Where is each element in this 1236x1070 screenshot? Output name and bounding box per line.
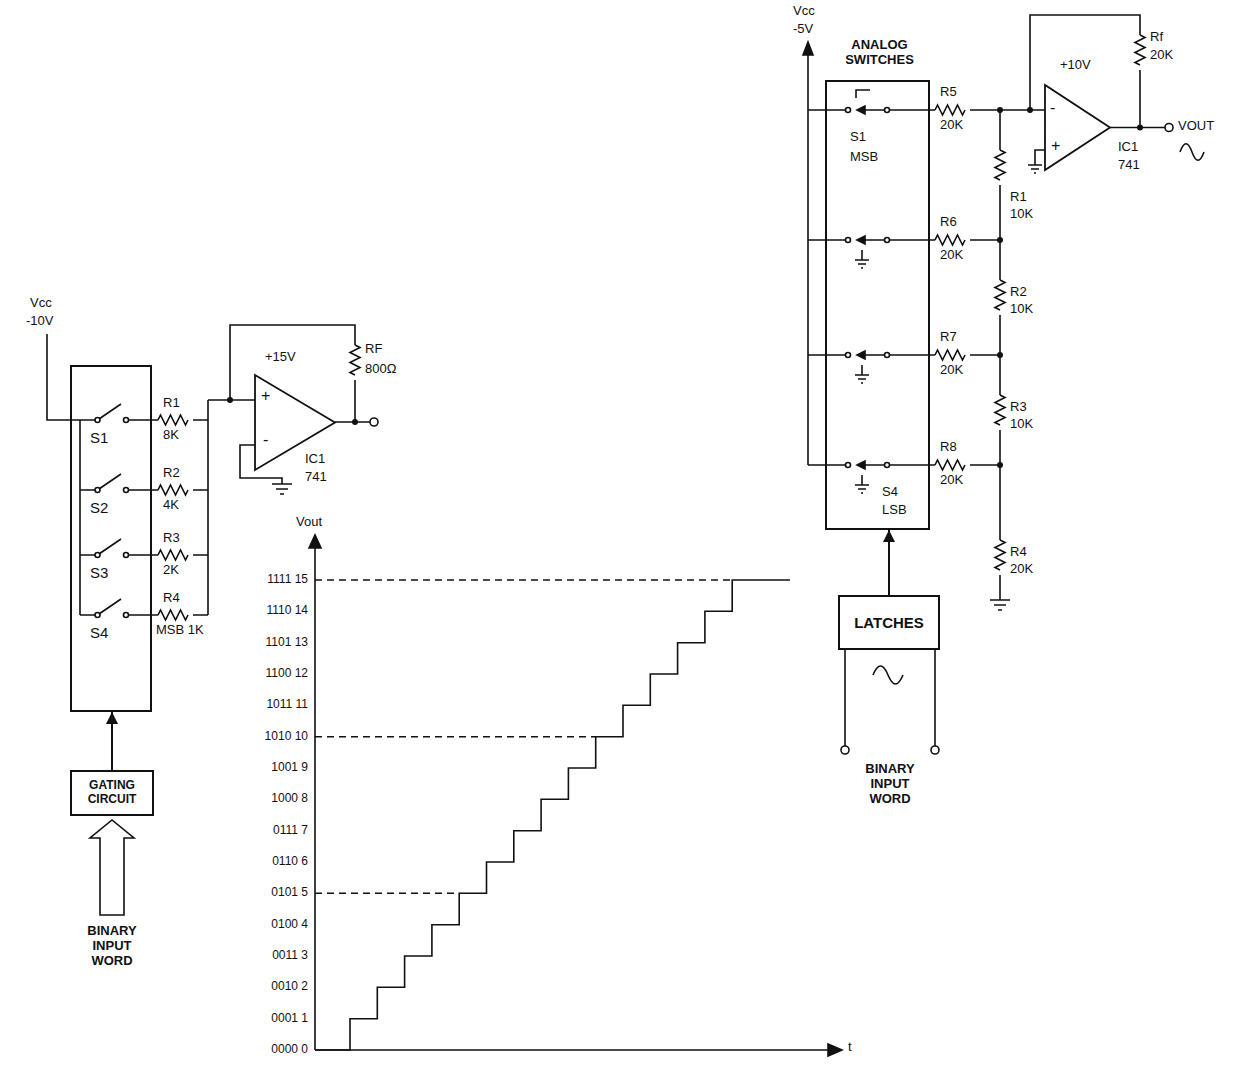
node-text: LSB xyxy=(882,503,907,518)
component-label: R4 xyxy=(1010,545,1027,560)
component-label: BINARY INPUT WORD xyxy=(855,762,925,807)
component-label: +15V xyxy=(265,350,296,365)
component-label: 20K xyxy=(940,248,963,263)
component-label: 20K xyxy=(940,473,963,488)
op-amp: -+ xyxy=(1045,85,1110,170)
component-label: 4K xyxy=(163,498,179,513)
component-label: Vout xyxy=(296,515,322,530)
axis-label: 0101 5 xyxy=(271,886,308,900)
axis-label: 1111 15 xyxy=(267,573,308,587)
axis-label: 1101 13 xyxy=(266,636,309,650)
component-label: RF xyxy=(365,342,382,357)
node-text: S4 xyxy=(90,624,108,641)
component-label: R5 xyxy=(940,85,957,100)
node-text: ANALOG SWITCHES xyxy=(827,38,932,68)
component-label: 20K xyxy=(940,363,963,378)
component-label: +10V xyxy=(1060,58,1091,73)
component-label: 2K xyxy=(163,563,179,578)
component-label: BINARY INPUT WORD xyxy=(77,924,147,969)
right-dac-wiring xyxy=(803,15,1204,754)
axis-label: 0000 0 xyxy=(271,1043,308,1057)
latches-box: LATCHES xyxy=(838,595,940,650)
component-label: MSB 1K xyxy=(156,623,204,638)
component-label: 10K xyxy=(1010,302,1033,317)
axis-label: 1010 10 xyxy=(265,730,308,744)
component-label: 20K xyxy=(1010,562,1033,577)
component-label: 10K xyxy=(1010,417,1033,432)
component-label: R1 xyxy=(163,396,180,411)
staircase-graph xyxy=(309,535,842,1056)
axis-label: 1000 8 xyxy=(271,792,308,806)
axis-label: 0011 3 xyxy=(272,949,308,963)
analog-switch-box: ANALOG SWITCHESS1MSBS4LSB xyxy=(825,80,930,530)
axis-label: 1011 11 xyxy=(266,698,308,712)
component-label: R2 xyxy=(1010,285,1027,300)
box-text: GATING CIRCUIT xyxy=(77,779,147,807)
node-text: - xyxy=(263,431,268,449)
component-label: 8K xyxy=(163,428,179,443)
component-label: -5V xyxy=(793,22,813,37)
component-label: 20K xyxy=(940,118,963,133)
component-label: R3 xyxy=(1010,400,1027,415)
axis-label: 1110 14 xyxy=(266,604,308,618)
op-amp-outline xyxy=(255,375,335,470)
component-label: R3 xyxy=(163,531,180,546)
node-text: S4 xyxy=(882,485,898,500)
node-text: - xyxy=(1050,99,1055,117)
node-text: S3 xyxy=(90,564,108,581)
component-label: R8 xyxy=(940,440,957,455)
left-dac-wiring xyxy=(47,325,378,915)
bus-arrow xyxy=(888,530,890,595)
axis-label: 0001 1 xyxy=(271,1012,308,1026)
node-text: S2 xyxy=(90,499,108,516)
node-text: MSB xyxy=(850,150,878,165)
axis-label: 0111 7 xyxy=(273,824,308,838)
component-label: R6 xyxy=(940,215,957,230)
component-label: 800Ω xyxy=(365,362,396,377)
switch-box: S1S2S3S4 xyxy=(70,365,152,712)
op-amp-outline xyxy=(1045,85,1110,170)
node-text: + xyxy=(1051,137,1060,155)
component-label: Vcc xyxy=(793,4,815,19)
component-label: -10V xyxy=(26,314,53,329)
node-text: + xyxy=(261,387,270,405)
axis-label: 1001 9 xyxy=(271,761,308,775)
component-label: VOUT xyxy=(1178,119,1214,134)
axis-label: 0010 2 xyxy=(271,980,308,994)
component-label: R7 xyxy=(940,330,957,345)
component-label: 10K xyxy=(1010,207,1033,222)
component-label: R4 xyxy=(163,591,180,606)
component-label: t xyxy=(848,1040,852,1055)
axis-label: 0100 4 xyxy=(271,918,308,932)
component-label: IC1 xyxy=(305,452,325,467)
component-label: Rf xyxy=(1150,30,1163,45)
component-label: 741 xyxy=(1118,158,1140,173)
component-label: 741 xyxy=(305,470,327,485)
component-label: R2 xyxy=(163,466,180,481)
box-text: LATCHES xyxy=(854,614,924,631)
axis-label: 0110 6 xyxy=(272,855,308,869)
op-amp-symbol xyxy=(1045,85,1110,170)
node-text: S1 xyxy=(90,429,108,446)
component-label: R1 xyxy=(1010,190,1027,205)
bus-arrow xyxy=(111,712,113,770)
axis-label: 1100 12 xyxy=(266,667,309,681)
node-text: S1 xyxy=(850,130,866,145)
component-label: Vcc xyxy=(30,296,52,311)
gating-circuit-box: GATING CIRCUIT xyxy=(70,770,154,816)
component-label: 20K xyxy=(1150,48,1173,63)
component-label: IC1 xyxy=(1118,140,1138,155)
